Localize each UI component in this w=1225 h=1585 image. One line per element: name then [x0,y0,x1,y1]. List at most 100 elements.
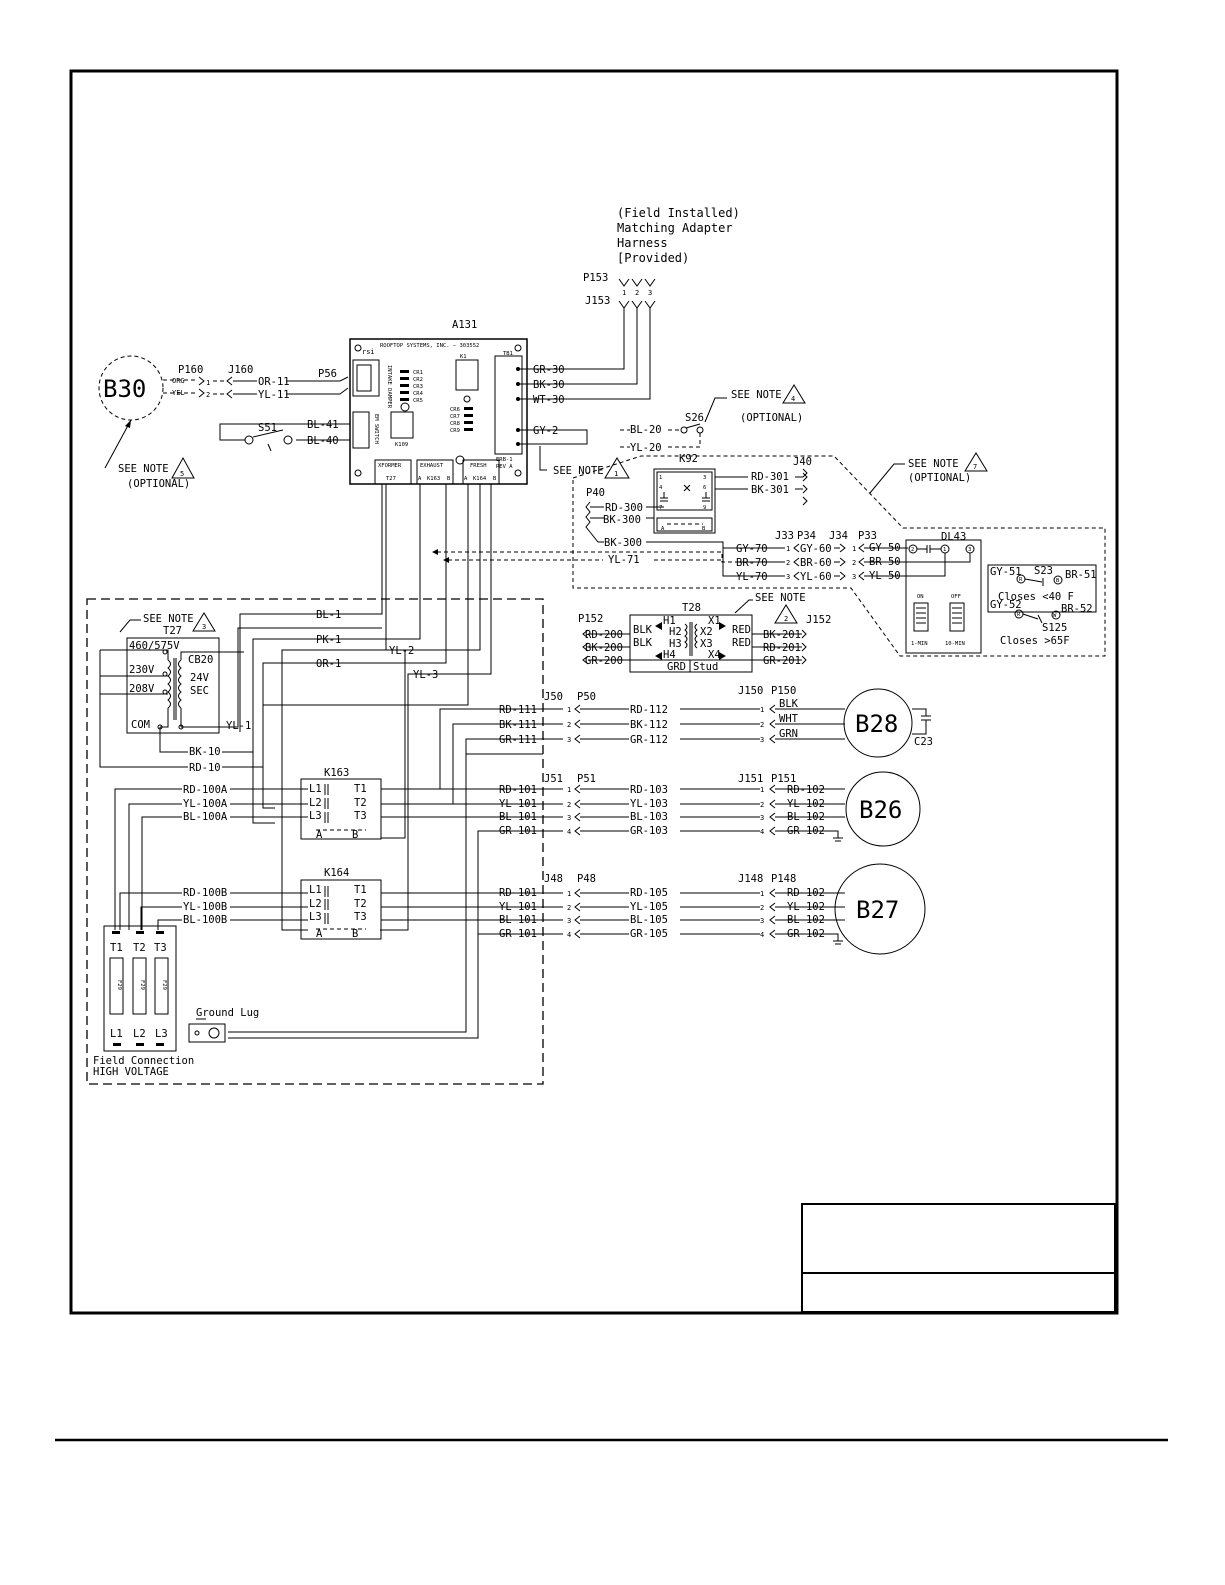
t28-h1: H1 [663,615,676,627]
p148-label: P148 [771,873,796,885]
wire-gr30: GR-30 [533,364,565,376]
wire-br50: BR-50 [869,556,901,568]
note-3-number: 3 [202,623,206,631]
j48-pin-2: 2 [567,904,571,912]
j40-connector: J40 RD-301 BK-301 [715,456,812,506]
j148-pin-3: 3 [760,917,764,925]
k92-pin-1: 1 [659,475,662,481]
j151-label: J151 [738,773,763,785]
wire-br52: BR-52 [1061,603,1093,615]
p160-label: P160 [178,364,203,376]
high-voltage: HIGH VOLTAGE [93,1066,169,1078]
wire-rd112: RD-112 [630,704,668,716]
k163-l1: L1 [309,783,322,795]
p33-pin-1: 1 [852,545,856,553]
k164-l3: L3 [309,911,322,923]
dl43-on: ON [917,594,924,600]
note-line-4: [Provided) [617,251,689,265]
wire-bl102-a: BL-102 [787,811,825,823]
a131-board: A131 ROOFTOP SYSTEMS, INC. — 303552 rsi … [349,319,528,485]
wire-yl70: YL-70 [736,571,768,583]
led-cr9: CR9 [450,428,460,434]
b30-label: B30 [103,375,146,403]
wire-or1: OR-1 [316,658,341,670]
c23-label: C23 [914,736,933,748]
k92-relay: K92 1 4 3 6 7 9 A B [653,453,716,534]
j50-pin-1: 1 [567,706,571,714]
j148-pin-2: 2 [760,904,764,912]
ground-lug-label: Ground Lug [196,1007,259,1019]
wire-yl103: YL-103 [630,798,668,810]
j34-label: J34 [829,530,848,542]
p51-label: P51 [577,773,596,785]
t28-x3: X3 [700,638,713,650]
wire-rd103: RD-103 [630,784,668,796]
p153-harness: P153 J153 1 2 3 [563,272,656,400]
p56-label: P56 [318,368,337,380]
p33-pin-3: 3 [852,573,856,581]
wire-wt30: WT-30 [533,394,565,406]
wire-gr200: GR-200 [585,655,623,667]
wire-wht: WHT [779,713,799,725]
wire-gr105: GR-105 [630,928,668,940]
wire-gr101-b: GR-101 [499,928,537,940]
ground-lug: Ground Lug [188,1007,259,1043]
k163-l3: L3 [309,810,322,822]
j148-pin-4: 4 [760,931,764,939]
wire-pk1: PK-1 [316,634,341,646]
t27-label: T27 [163,625,182,637]
led-cr8: CR8 [450,421,460,427]
k164-l2: L2 [309,898,322,910]
s51-switch: BL-41 BL-40 S51 [219,419,350,452]
t27-com: COM [131,719,150,731]
led-cr1: CR1 [413,370,423,376]
b27-label: B27 [856,896,899,924]
k164-label: K164 [324,867,349,879]
wire-bk30: BK-30 [533,379,565,391]
p153-pin-3: 3 [648,289,652,297]
wire-yl71: YL-71 [608,554,640,566]
exhaust-a: A [418,476,422,482]
wire-yl60: YL-60 [800,571,832,583]
j33-pin-3: 3 [786,573,790,581]
wire-rd200: RD-200 [585,629,623,641]
wire-gy60: GY-60 [800,543,832,555]
wire-yl2: YL-2 [389,645,414,657]
a131-label: A131 [452,319,477,331]
k163-t1: T1 [354,783,367,795]
k92-pin-3: 3 [703,475,706,481]
note-7-number: 7 [973,463,977,471]
board-tb-terminals [516,367,520,446]
k92-label: K92 [679,453,698,465]
k164-t2: T2 [354,898,367,910]
see-note-1: SEE NOTE [553,465,604,477]
wire-bl101-b: BL-101 [499,914,537,926]
fresh-sub: K164 [473,476,487,482]
wire-yl20: YL-20 [630,442,662,454]
wire-rd100a: RD-100A [183,784,228,796]
wire-bl103: BL-103 [630,811,668,823]
fresh-label: FRESH [470,463,487,469]
p33-pin-2: 2 [852,559,856,567]
wire-gr101-a: GR-101 [499,825,537,837]
t27-transformer: SEE NOTE 3 T27 460/575V 230V 208V COM CB… [100,612,244,753]
exhaust-b: B [447,476,451,482]
s125-label: S125 [1042,622,1067,634]
j151-pin-1: 1 [760,786,764,794]
s26-label: S26 [685,412,704,424]
fuse-3: F29 [161,980,167,990]
dl43-label: DL43 [941,531,966,543]
dl43-term-2: 2 [911,547,914,553]
j150-pin-1: 1 [760,706,764,714]
note-line-3: Harness [617,236,668,250]
p48-label: P48 [577,873,596,885]
b28-circuit: J50 P50 1 2 3 RD-112 BK-112 GR-112 J150 … [543,685,933,758]
k163-contactor: K163 L1 L2 L3 T1 T2 T3 A B [300,708,543,841]
j33-pin-2: 2 [786,559,790,567]
k164-b: B [352,928,358,940]
j151-pin-2: 2 [760,801,764,809]
wire-gr111: GR-111 [499,734,537,746]
j33-p34-connectors: J33 P34 J34 P33 GY-70 BR-70 YL-70 1 2 3 … [722,530,908,583]
p50-label: P50 [577,691,596,703]
xformer-label: XFORMER [378,463,402,469]
